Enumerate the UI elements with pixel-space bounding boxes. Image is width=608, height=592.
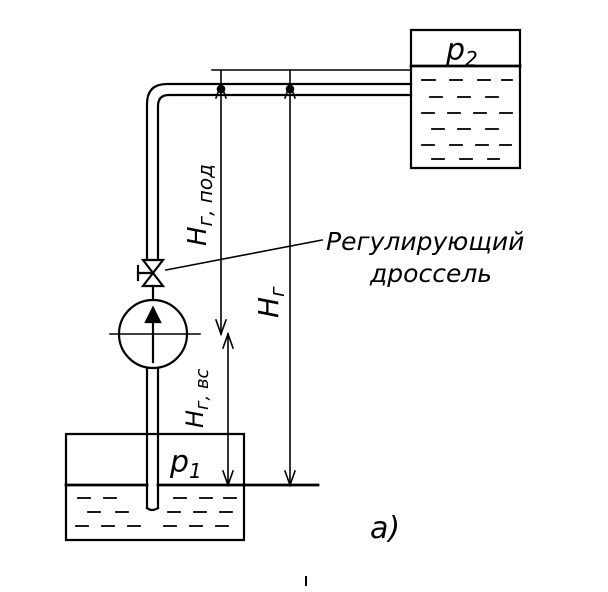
figure-tag: a) — [370, 511, 400, 546]
throttle-leader-line — [165, 239, 323, 271]
upper-tank — [409, 28, 522, 170]
p1-label: p1 — [169, 445, 202, 483]
dimension-h-pod — [214, 69, 228, 337]
upper-tank-liquid-dashes — [421, 79, 513, 160]
suction-pipe — [145, 366, 160, 512]
throttle-label-line1: Регулирующий — [326, 227, 524, 256]
h-vs-label: Hг, вс — [181, 368, 213, 428]
throttle-valve — [136, 258, 166, 288]
lower-tank-liquid-dashes — [75, 497, 237, 527]
lower-tank — [64, 432, 320, 542]
throttle-label-line2: дроссель — [369, 259, 492, 288]
p2-label: p2 — [445, 33, 478, 71]
dimension-h-vs — [221, 331, 235, 488]
discharge-pipe — [145, 82, 413, 260]
h-pod-label: Hг, под — [183, 164, 217, 246]
h-total-label: Hг — [252, 286, 289, 318]
pump — [109, 298, 201, 370]
dimension-h-total — [283, 69, 297, 488]
